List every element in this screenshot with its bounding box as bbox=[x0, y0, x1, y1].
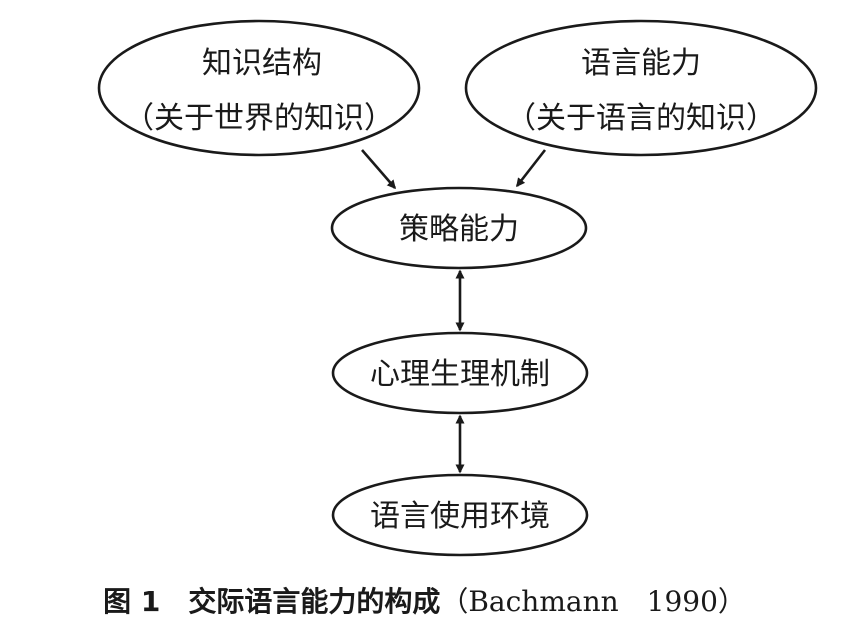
node-context-of-language-use: 语言使用环境 bbox=[331, 473, 589, 557]
node-knowledge-structure: 知识结构 （关于世界的知识） bbox=[97, 19, 421, 157]
figure-title: 交际语言能力的构成 bbox=[188, 585, 441, 618]
node-language-competence: 语言能力 （关于语言的知识） bbox=[464, 19, 818, 157]
edge-knowledge-to-strategic bbox=[361, 149, 396, 190]
node-strategic-competence-label: 策略能力 bbox=[399, 212, 519, 247]
node-psychophysiological-mechanisms-ellipse bbox=[331, 331, 589, 415]
node-context-of-language-use-label: 语言使用环境 bbox=[370, 499, 550, 534]
node-knowledge-structure-title: 知识结构 bbox=[202, 46, 322, 81]
node-language-competence-title: 语言能力 bbox=[581, 46, 701, 81]
node-strategic-competence-ellipse bbox=[330, 186, 588, 270]
edge-language-to-strategic bbox=[515, 149, 547, 188]
node-language-competence-subtitle: （关于语言的知识） bbox=[506, 101, 776, 136]
figure-caption: 图 1 交际语言能力的构成（Bachmann 1990） bbox=[0, 580, 849, 620]
node-context-of-language-use-ellipse bbox=[331, 473, 589, 557]
figure-source: （Bachmann 1990） bbox=[440, 585, 746, 618]
node-knowledge-structure-ellipse bbox=[97, 19, 421, 157]
figure-number: 图 1 bbox=[103, 585, 161, 618]
node-language-competence-ellipse bbox=[464, 19, 818, 157]
node-knowledge-structure-subtitle: （关于世界的知识） bbox=[124, 101, 394, 136]
node-psychophysiological-mechanisms-label: 心理生理机制 bbox=[370, 357, 550, 392]
node-psychophysiological-mechanisms: 心理生理机制 bbox=[331, 331, 589, 415]
node-strategic-competence: 策略能力 bbox=[330, 186, 588, 270]
